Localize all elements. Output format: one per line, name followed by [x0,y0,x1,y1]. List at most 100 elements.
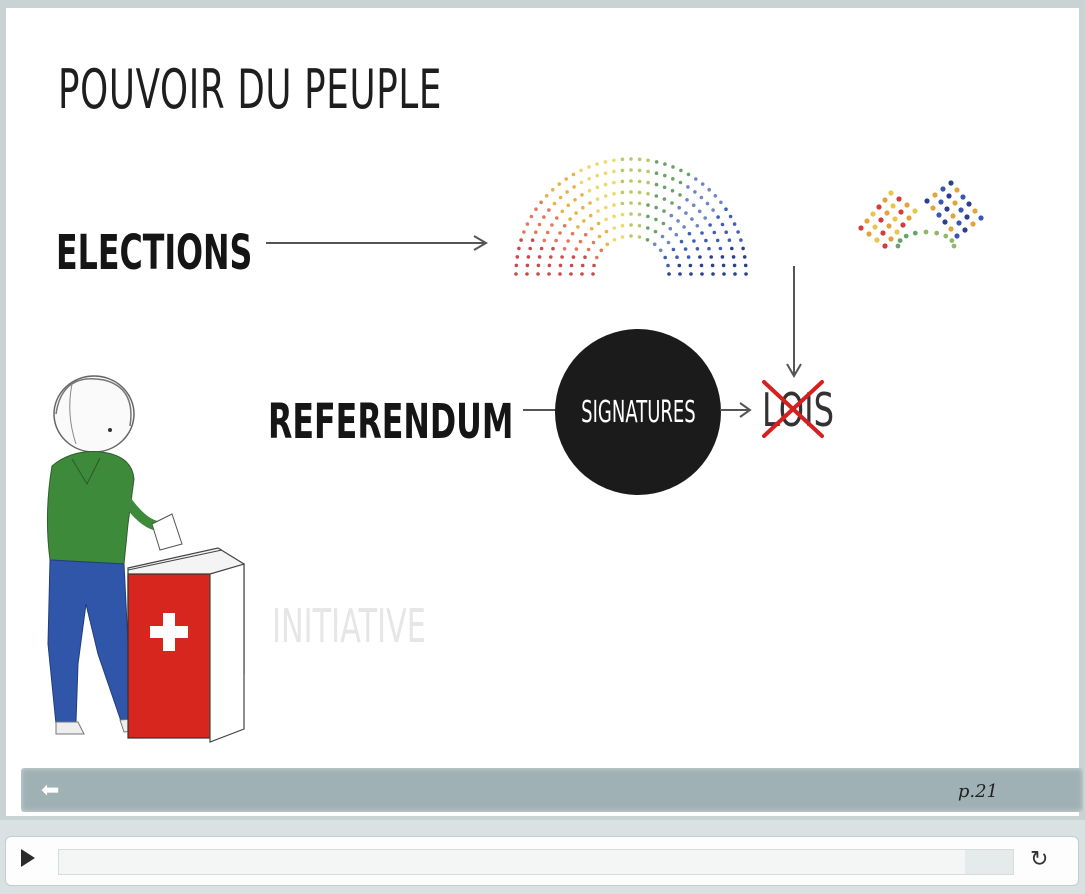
seat-dot [620,235,625,239]
seat-dot [668,226,673,231]
progress-track[interactable] [58,849,1014,875]
seat-dot [732,263,737,268]
seat-dot [612,180,616,185]
seat-dot [708,223,712,227]
seat-dot [558,272,562,276]
seat-dot [742,255,747,259]
seat-dot [679,168,683,173]
seat-dot [604,229,609,234]
seat-dot [522,230,526,234]
signatures-circle: SIGNATURES [555,329,721,495]
split-parliament-icon [858,180,984,249]
seat-dot [675,255,679,259]
back-arrow-icon[interactable]: ⬅ [41,777,60,802]
seat-dot [620,201,625,206]
seat-dot [719,200,723,205]
seat-dot [666,263,670,268]
seat-dot [678,193,682,197]
seat-dot [620,179,625,184]
seat-dot [743,263,748,268]
seat-dot [566,203,571,208]
seat-dot [888,190,894,196]
seat-dot [687,231,692,236]
seat-dot [620,168,625,173]
play-icon[interactable] [21,849,35,867]
seat-dot [572,185,576,189]
seat-dot [545,230,550,235]
seat-dot [525,222,530,226]
page-number: p.21 [957,781,998,802]
seat-dot [612,238,617,242]
seat-dot [682,225,686,229]
seat-dot [645,238,650,242]
slide-canvas: POUVOIR DU PEUPLE ELECTIONS REFERENDUM S… [6,8,1083,816]
seat-dot [712,230,717,235]
seat-dot [895,243,901,249]
seat-dot [629,234,633,238]
seat-dot [542,215,546,219]
seat-dot [612,214,616,219]
seat-dot [603,182,608,187]
seat-dot [654,217,658,222]
seat-dot [564,177,568,181]
seat-dot [514,263,519,268]
seat-dot [948,180,954,186]
seat-dot [573,198,577,202]
seat-dot [578,239,583,244]
seat-dot [663,173,667,178]
seat-dot [620,190,625,195]
seat-dot [537,222,542,227]
seat-dot [580,272,584,276]
seat-dot [514,272,518,276]
seat-dot [654,171,659,175]
seat-dot [580,193,584,197]
seat-dot [652,242,657,247]
seat-dot [646,180,650,185]
seat-dot [686,255,691,259]
seat-dot [954,187,960,193]
seat-dot [637,179,642,184]
seat-dot [689,272,693,276]
seat-dot [551,187,555,192]
seat-dot [884,210,890,216]
seat-dot [949,238,955,243]
seat-dot [663,162,667,166]
seat-dot [646,169,650,174]
seat-dot [654,194,659,198]
seat-dot [710,263,715,268]
seat-dot [924,198,930,204]
seat-dot [732,222,737,226]
seat-dot [744,272,748,276]
media-player: ↻ [0,820,1085,894]
seat-dot [569,272,573,276]
seat-dot [679,239,684,244]
seat-dot [586,247,591,252]
seat-dot [583,232,588,237]
seat-dot [637,190,642,195]
seat-dot [896,196,902,202]
seat-dot [536,272,540,276]
replay-icon[interactable]: ↻ [1030,846,1049,871]
seat-dot [711,272,715,276]
seat-dot [966,201,972,207]
seat-dot [579,180,584,185]
seat-dot [685,198,689,202]
seat-dot [599,248,604,253]
seat-dot [691,203,696,208]
seat-dot [912,230,918,236]
seat-dot [560,209,565,214]
seat-dot [537,255,542,259]
seat-dot [581,205,585,210]
seat-dot [718,246,723,251]
parliament-hemicycle-icon [514,157,748,276]
seat-dot [654,160,659,164]
seat-dot [676,219,680,223]
seat-dot [595,185,600,190]
buffer-fill [965,850,1013,874]
seat-dot [525,272,529,276]
seat-dot [705,201,710,206]
seat-dot [595,197,600,201]
seat-dot [930,205,936,211]
referendum-arrow [523,409,561,411]
seat-dot [970,221,976,227]
